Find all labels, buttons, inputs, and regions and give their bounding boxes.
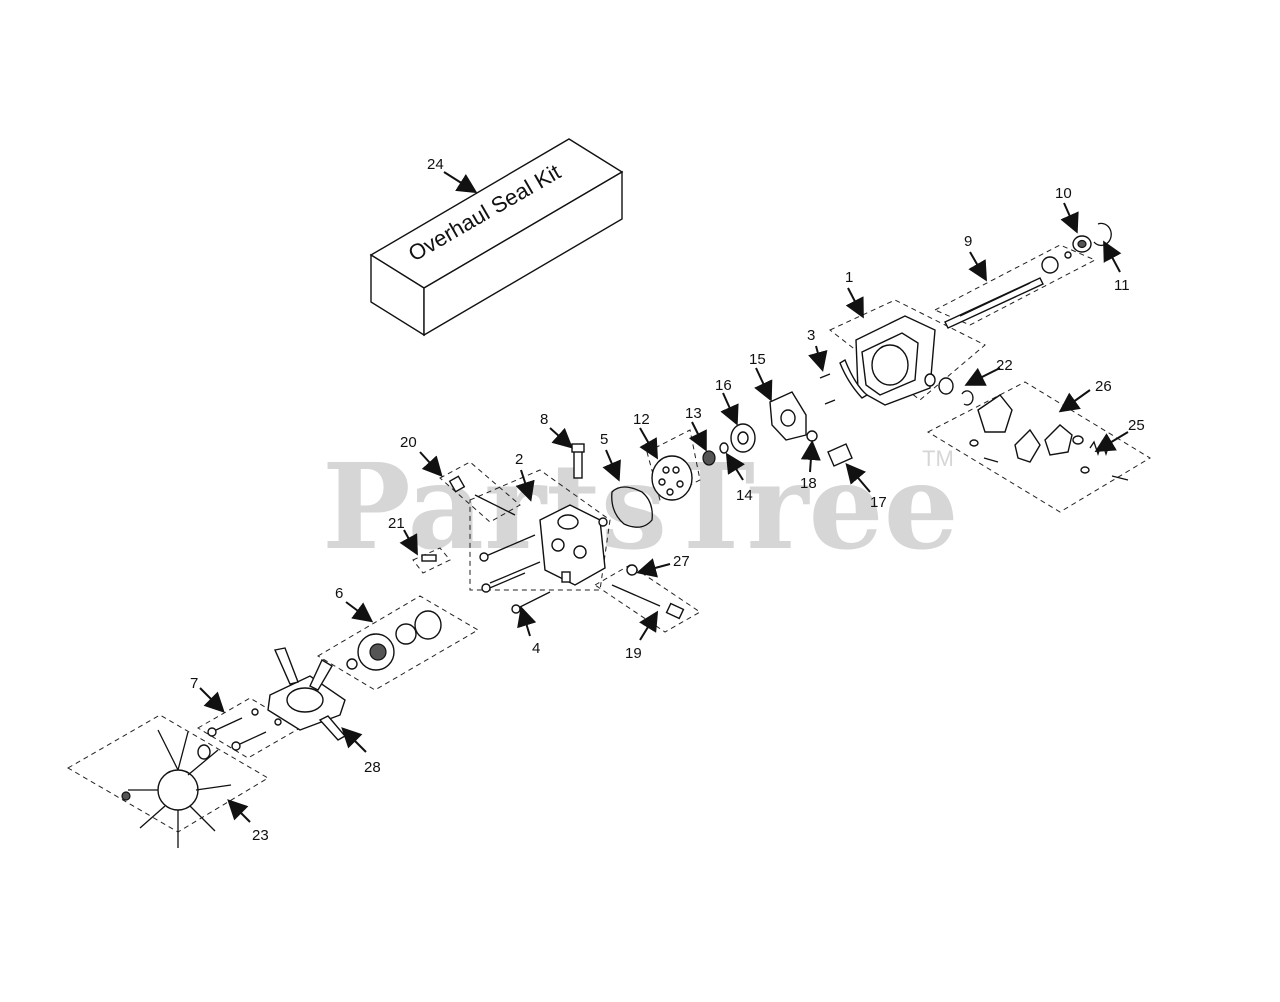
nut-27[interactable] <box>626 564 638 576</box>
bearing-22[interactable] <box>938 377 954 395</box>
assembly-outline-20 <box>439 461 521 523</box>
watermark-text: PartsTree <box>322 437 959 576</box>
plug-21[interactable] <box>421 554 437 562</box>
callout-15[interactable]: 15 <box>749 351 766 368</box>
callout-3[interactable]: 3 <box>807 327 815 344</box>
callout-10[interactable]: 10 <box>1055 185 1072 202</box>
center-section-2[interactable] <box>539 504 608 586</box>
bearing-10[interactable] <box>1072 235 1092 253</box>
snap-ring-11[interactable] <box>1093 222 1112 247</box>
ring-22[interactable] <box>961 390 974 406</box>
charge-pump-6[interactable] <box>346 610 442 671</box>
callout-21[interactable]: 21 <box>388 515 405 532</box>
callout-9[interactable]: 9 <box>964 233 972 250</box>
leader-arrows <box>199 171 1129 823</box>
callout-22[interactable]: 22 <box>996 357 1013 374</box>
callout-16[interactable]: 16 <box>715 377 732 394</box>
callout-1[interactable]: 1 <box>845 269 853 286</box>
callout-17[interactable]: 17 <box>870 494 887 511</box>
o-ring-14[interactable] <box>719 442 729 454</box>
valve-8[interactable] <box>571 443 585 479</box>
bolt-set-7[interactable] <box>207 708 282 751</box>
callout-26[interactable]: 26 <box>1095 378 1112 395</box>
callout-12[interactable]: 12 <box>633 411 650 428</box>
assembly-outline-26 <box>926 381 1151 513</box>
assembly-outline-12 <box>646 429 701 501</box>
callout-19[interactable]: 19 <box>625 645 642 662</box>
fan-bracket-28[interactable] <box>267 647 347 741</box>
callout-4[interactable]: 4 <box>532 640 540 657</box>
callout-2[interactable]: 2 <box>515 451 523 468</box>
end-plate-15[interactable] <box>769 391 807 441</box>
dowel-pin-upper[interactable] <box>819 373 831 379</box>
seal-kit-box[interactable]: Overhaul Seal Kit <box>369 138 624 337</box>
assembly-outline-9 <box>933 244 1097 326</box>
shaft-bearing[interactable] <box>1041 256 1059 274</box>
dowel-pin-lower[interactable] <box>824 399 836 405</box>
valve-assembly-19[interactable] <box>611 584 685 620</box>
bearing-13[interactable] <box>702 450 716 466</box>
callout-18[interactable]: 18 <box>800 475 817 492</box>
cylinder-block-12[interactable] <box>651 455 693 501</box>
callout-28[interactable]: 28 <box>364 759 381 776</box>
assembly-outline-1 <box>829 299 986 401</box>
callout-24[interactable]: 24 <box>427 156 444 173</box>
assembly-outline-23 <box>67 714 269 833</box>
gasket-5[interactable] <box>611 486 653 528</box>
callout-14[interactable]: 14 <box>736 487 753 504</box>
input-shaft[interactable] <box>944 277 1044 329</box>
control-arm-assembly[interactable] <box>969 394 1129 481</box>
callout-11[interactable]: 11 <box>1114 277 1130 294</box>
callout-13[interactable]: 13 <box>685 405 702 422</box>
callout-numbers: 1 2 3 4 5 6 7 8 9 10 11 12 13 14 15 16 1… <box>190 156 1145 844</box>
valve-assembly-20[interactable] <box>448 475 516 516</box>
check-valve-18[interactable] <box>806 430 818 442</box>
callout-6[interactable]: 6 <box>335 585 343 602</box>
callout-8[interactable]: 8 <box>540 411 548 428</box>
callout-20[interactable]: 20 <box>400 434 417 451</box>
callout-25[interactable]: 25 <box>1128 417 1145 434</box>
callout-27[interactable]: 27 <box>673 553 690 570</box>
shaft-washer[interactable] <box>1064 251 1072 259</box>
plug-17[interactable] <box>827 443 853 467</box>
callout-23[interactable]: 23 <box>252 827 269 844</box>
pump-housing[interactable] <box>839 315 936 406</box>
assembly-outline-6 <box>317 595 479 691</box>
callout-7[interactable]: 7 <box>190 675 198 692</box>
washer-22[interactable] <box>924 373 936 387</box>
seal-16[interactable] <box>730 423 756 453</box>
watermark-trademark: TM <box>922 446 954 471</box>
callout-5[interactable]: 5 <box>600 431 608 448</box>
assembly-outline-2 <box>469 469 611 591</box>
assembly-outline-21 <box>412 547 451 574</box>
cooling-fan-23[interactable] <box>121 729 232 848</box>
